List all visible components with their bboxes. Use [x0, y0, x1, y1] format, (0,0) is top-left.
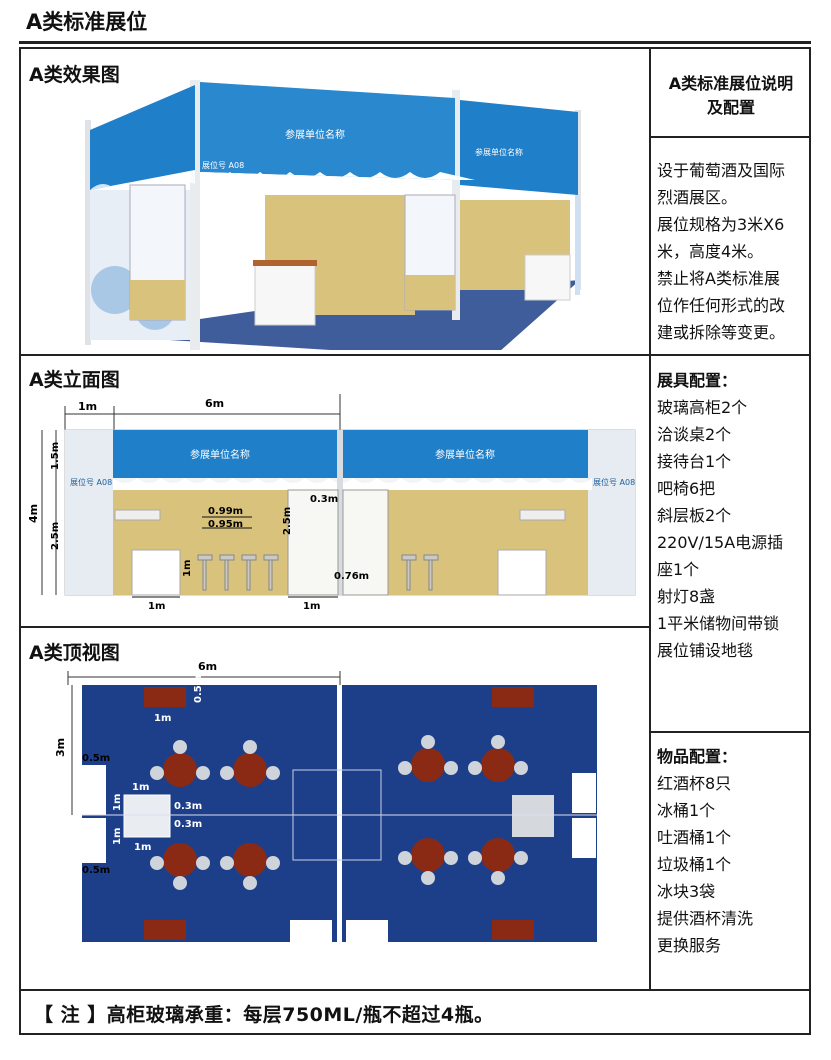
description-line: 建或拆除等变更。	[657, 323, 786, 342]
description-line: 烈酒展区。	[657, 188, 738, 207]
top-dim-1m-top: 1m	[154, 713, 171, 724]
title-rule	[19, 41, 811, 44]
render-section-title: A类效果图	[29, 64, 120, 86]
top-dim-1m-c: 1m	[112, 828, 123, 845]
top-dim-05-top: 0.5m	[193, 675, 204, 703]
render-exhibitor-name-right: 参展单位名称	[475, 147, 523, 157]
description-line: 设于葡萄酒及国际	[657, 161, 786, 180]
sidebar-furniture: 展具配置： 玻璃高柜2个 洽谈桌2个 接待台1个 吧椅6把 斜层板2个 220V…	[657, 367, 809, 664]
elev-dim-25m: 2.5m	[50, 522, 61, 550]
sidebar-heading-text: A类标准展位说明及配置	[668, 74, 794, 117]
top-dim-05-left-top: 0.5m	[82, 753, 110, 764]
items-title: 物品配置：	[657, 747, 738, 766]
furniture-item: 玻璃高柜2个	[657, 398, 748, 417]
page-title: A类标准展位	[26, 10, 148, 34]
supply-item: 垃圾桶1个	[657, 855, 732, 874]
furniture-item: 220V/15A电源插	[657, 533, 784, 552]
top-dim-3m: 3m	[54, 738, 67, 757]
elev-dim-03: 0.3m	[310, 494, 338, 505]
render-booth-number: 展位号 A08	[202, 160, 244, 170]
elev-booth-no-right: 展位号 A08	[593, 477, 635, 487]
top-dim-1m-d: 1m	[134, 842, 151, 853]
top-dim-6m: 6m	[198, 660, 217, 673]
furniture-item: 座1个	[657, 560, 700, 579]
note-divider	[19, 989, 811, 991]
elev-dim-1m-side: 1m	[182, 560, 193, 577]
side-divider-2	[650, 354, 811, 356]
supply-item: 红酒杯8只	[657, 774, 732, 793]
table-group	[163, 748, 515, 877]
top-dim-03-b: 0.3m	[174, 819, 202, 830]
sidebar-heading: A类标准展位说明及配置	[651, 72, 811, 120]
description-line: 禁止将A类标准展	[657, 269, 780, 288]
supply-item: 吐酒桶1个	[657, 828, 732, 847]
supply-item: 冰桶1个	[657, 801, 716, 820]
elev-dim-1m-mid: 1m	[303, 601, 320, 612]
furniture-item: 1平米储物间带锁	[657, 614, 780, 633]
top-dim-03-a: 0.3m	[174, 801, 202, 812]
render-exhibitor-name: 参展单位名称	[285, 128, 345, 141]
booth-top-view-drawing: 6m 3m 0.5m 1m 0.5m 0	[54, 660, 597, 942]
furniture-item: 射灯8盏	[657, 587, 716, 606]
furniture-item: 洽谈桌2个	[657, 425, 732, 444]
side-divider-3	[650, 731, 811, 733]
elev-dim-15m: 1.5m	[50, 442, 61, 470]
top-dim-1m-b: 1m	[112, 794, 123, 811]
row-divider-1	[19, 354, 650, 356]
supply-item: 更换服务	[657, 936, 722, 955]
sidebar-items: 物品配置： 红酒杯8只 冰桶1个 吐酒桶1个 垃圾桶1个 冰块3袋 提供酒杯清洗…	[657, 743, 809, 959]
elev-dim-076: 0.76m	[334, 571, 369, 582]
elevation-section-title: A类立面图	[29, 369, 120, 391]
row-divider-2	[19, 626, 650, 628]
elev-exhibitor-left: 参展单位名称	[190, 448, 250, 461]
content-frame	[19, 47, 811, 1035]
topview-section-title: A类顶视图	[29, 642, 120, 664]
elev-dim-1m-left: 1m	[148, 601, 165, 612]
furniture-item: 吧椅6把	[657, 479, 716, 498]
elev-dim-6m: 6m	[205, 397, 224, 410]
sidebar-description: 设于葡萄酒及国际 烈酒展区。 展位规格为3米X6 米，高度4米。 禁止将A类标准…	[657, 157, 809, 346]
elev-booth-no-left: 展位号 A08	[70, 477, 112, 487]
description-line: 展位规格为3米X6	[657, 215, 785, 234]
furniture-item: 展位铺设地毯	[657, 641, 754, 660]
footer-note: 【 注 】高柜玻璃承重：每层750ML/瓶不超过4瓶。	[34, 1004, 494, 1026]
column-divider	[649, 47, 651, 991]
top-dim-05-left-bot: 0.5m	[82, 865, 110, 876]
supply-item: 冰块3袋	[657, 882, 716, 901]
elev-dim-25m-cabinet: 2.5m	[282, 507, 293, 535]
side-divider-1	[650, 136, 811, 138]
elev-dim-099: 0.99m	[208, 506, 243, 517]
booth-render-illustration: 参展单位名称 参展单位名称 展位号 A08	[85, 80, 581, 350]
furniture-item: 斜层板2个	[657, 506, 732, 525]
elev-dim-4m: 4m	[27, 504, 40, 523]
elev-dim-1m-top: 1m	[78, 400, 97, 413]
top-dim-1m-a: 1m	[132, 782, 149, 793]
elev-dim-095: 0.95m	[208, 519, 243, 530]
furniture-title: 展具配置：	[657, 371, 738, 390]
description-line: 位作任何形式的改	[657, 296, 786, 315]
furniture-item: 接待台1个	[657, 452, 732, 471]
supply-item: 提供酒杯清洗	[657, 909, 754, 928]
description-line: 米，高度4米。	[657, 242, 764, 261]
elev-exhibitor-right: 参展单位名称	[435, 448, 495, 461]
booth-elevation-drawing: 1m 6m 4m 1.5m 2.5m 参展单位名称 参展单位名称 展位号 A08…	[27, 394, 636, 612]
